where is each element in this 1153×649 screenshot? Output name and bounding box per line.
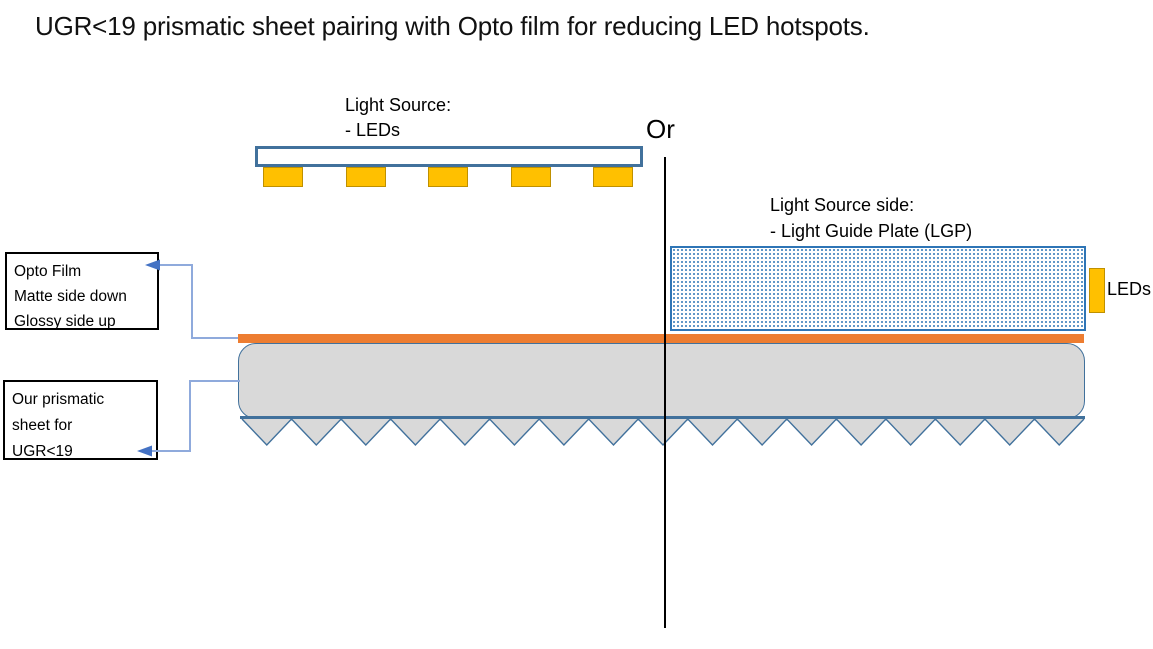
prismatic-callout-arrow xyxy=(152,380,240,452)
left-light-source-label-line2: - LEDs xyxy=(345,120,401,140)
led-chip xyxy=(510,167,551,187)
or-label: Or xyxy=(646,114,675,144)
led-chip xyxy=(345,167,386,187)
opto-film-callout-box: Opto Film Matte side down Glossy side up xyxy=(5,252,159,330)
slide-title: UGR<19 prismatic sheet pairing with Opto… xyxy=(35,11,870,41)
prism-teeth xyxy=(241,417,1085,447)
right-light-source-label-line1: Light Source side: xyxy=(770,195,915,215)
led-chip xyxy=(263,167,303,187)
opto-film-callout-line3: Glossy side up xyxy=(14,313,116,330)
edge-led xyxy=(1089,268,1105,313)
left-light-source-label-line1: Light Source: xyxy=(345,95,452,115)
prismatic-sheet xyxy=(238,343,1085,419)
prismatic-callout-line3: UGR<19 xyxy=(12,443,73,460)
opto-film-callout-arrow xyxy=(160,264,238,339)
right-light-source-label: Light Source side: - Light Guide Plate (… xyxy=(770,192,972,244)
led-chip xyxy=(428,167,468,187)
prismatic-callout-line2: sheet for xyxy=(12,417,73,434)
prismatic-callout-line1: Our prismatic xyxy=(12,391,105,408)
edge-led-label: LEDs xyxy=(1107,279,1152,299)
opto-film-strip xyxy=(238,334,1084,343)
opto-film-callout-line2: Matte side down xyxy=(14,288,127,305)
light-guide-plate xyxy=(670,246,1086,331)
right-light-source-label-line2: - Light Guide Plate (LGP) xyxy=(770,221,973,241)
divider-line xyxy=(664,157,666,628)
prismatic-sheet-bottom-edge xyxy=(240,416,1085,419)
led-pcb-bar xyxy=(255,146,643,167)
opto-film-callout-line1: Opto Film xyxy=(14,263,82,280)
left-light-source-label: Light Source: - LEDs xyxy=(345,93,451,143)
led-chip xyxy=(593,167,633,187)
prismatic-callout-box: Our prismatic sheet for UGR<19 xyxy=(3,380,158,460)
